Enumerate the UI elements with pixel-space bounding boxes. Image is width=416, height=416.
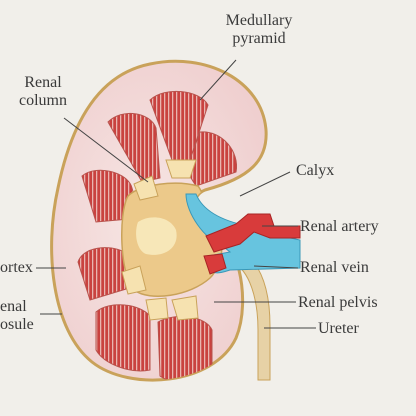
label-renal-capsule-line2: osule xyxy=(0,316,34,333)
renal-artery xyxy=(205,213,301,253)
label-renal-artery: Renal artery xyxy=(300,218,379,235)
leader-calyx xyxy=(239,171,291,197)
calyx-cup xyxy=(121,265,147,295)
leader-renal-vein xyxy=(253,265,299,269)
label-cortex: ortex xyxy=(0,259,33,276)
leader-renal-column xyxy=(63,117,149,183)
pyramid xyxy=(107,112,161,183)
label-renal-capsule-line1: enal xyxy=(0,298,27,315)
calyx-cup xyxy=(171,295,199,321)
pyramid xyxy=(185,131,238,187)
calyx-cup xyxy=(145,297,169,321)
pyramid xyxy=(157,316,213,381)
label-medullary-pyramid: Medullary pyramid xyxy=(216,12,302,48)
label-medullary-pyramid-line1: Medullary xyxy=(225,12,293,29)
renal-pelvis-inner xyxy=(136,217,177,255)
medullary-pyramids xyxy=(77,90,238,381)
renal-artery-branch xyxy=(203,253,227,275)
label-renal-pelvis: Renal pelvis xyxy=(298,294,378,311)
calyx-cup xyxy=(165,159,197,179)
leader-lines xyxy=(36,59,316,329)
label-renal-column: Renal column xyxy=(10,74,76,110)
label-renal-vein: Renal vein xyxy=(300,259,369,276)
leader-medullary-pyramid xyxy=(199,59,237,101)
label-renal-column-line2: column xyxy=(19,92,67,109)
label-ureter: Ureter xyxy=(318,320,359,337)
calyx-cup xyxy=(133,175,159,201)
pyramid xyxy=(95,304,151,372)
label-calyx: Calyx xyxy=(296,162,335,179)
label-medullary-pyramid-line2: pyramid xyxy=(232,30,286,47)
label-renal-capsule: enal osule xyxy=(0,298,34,334)
label-renal-column-line1: Renal xyxy=(24,74,62,91)
